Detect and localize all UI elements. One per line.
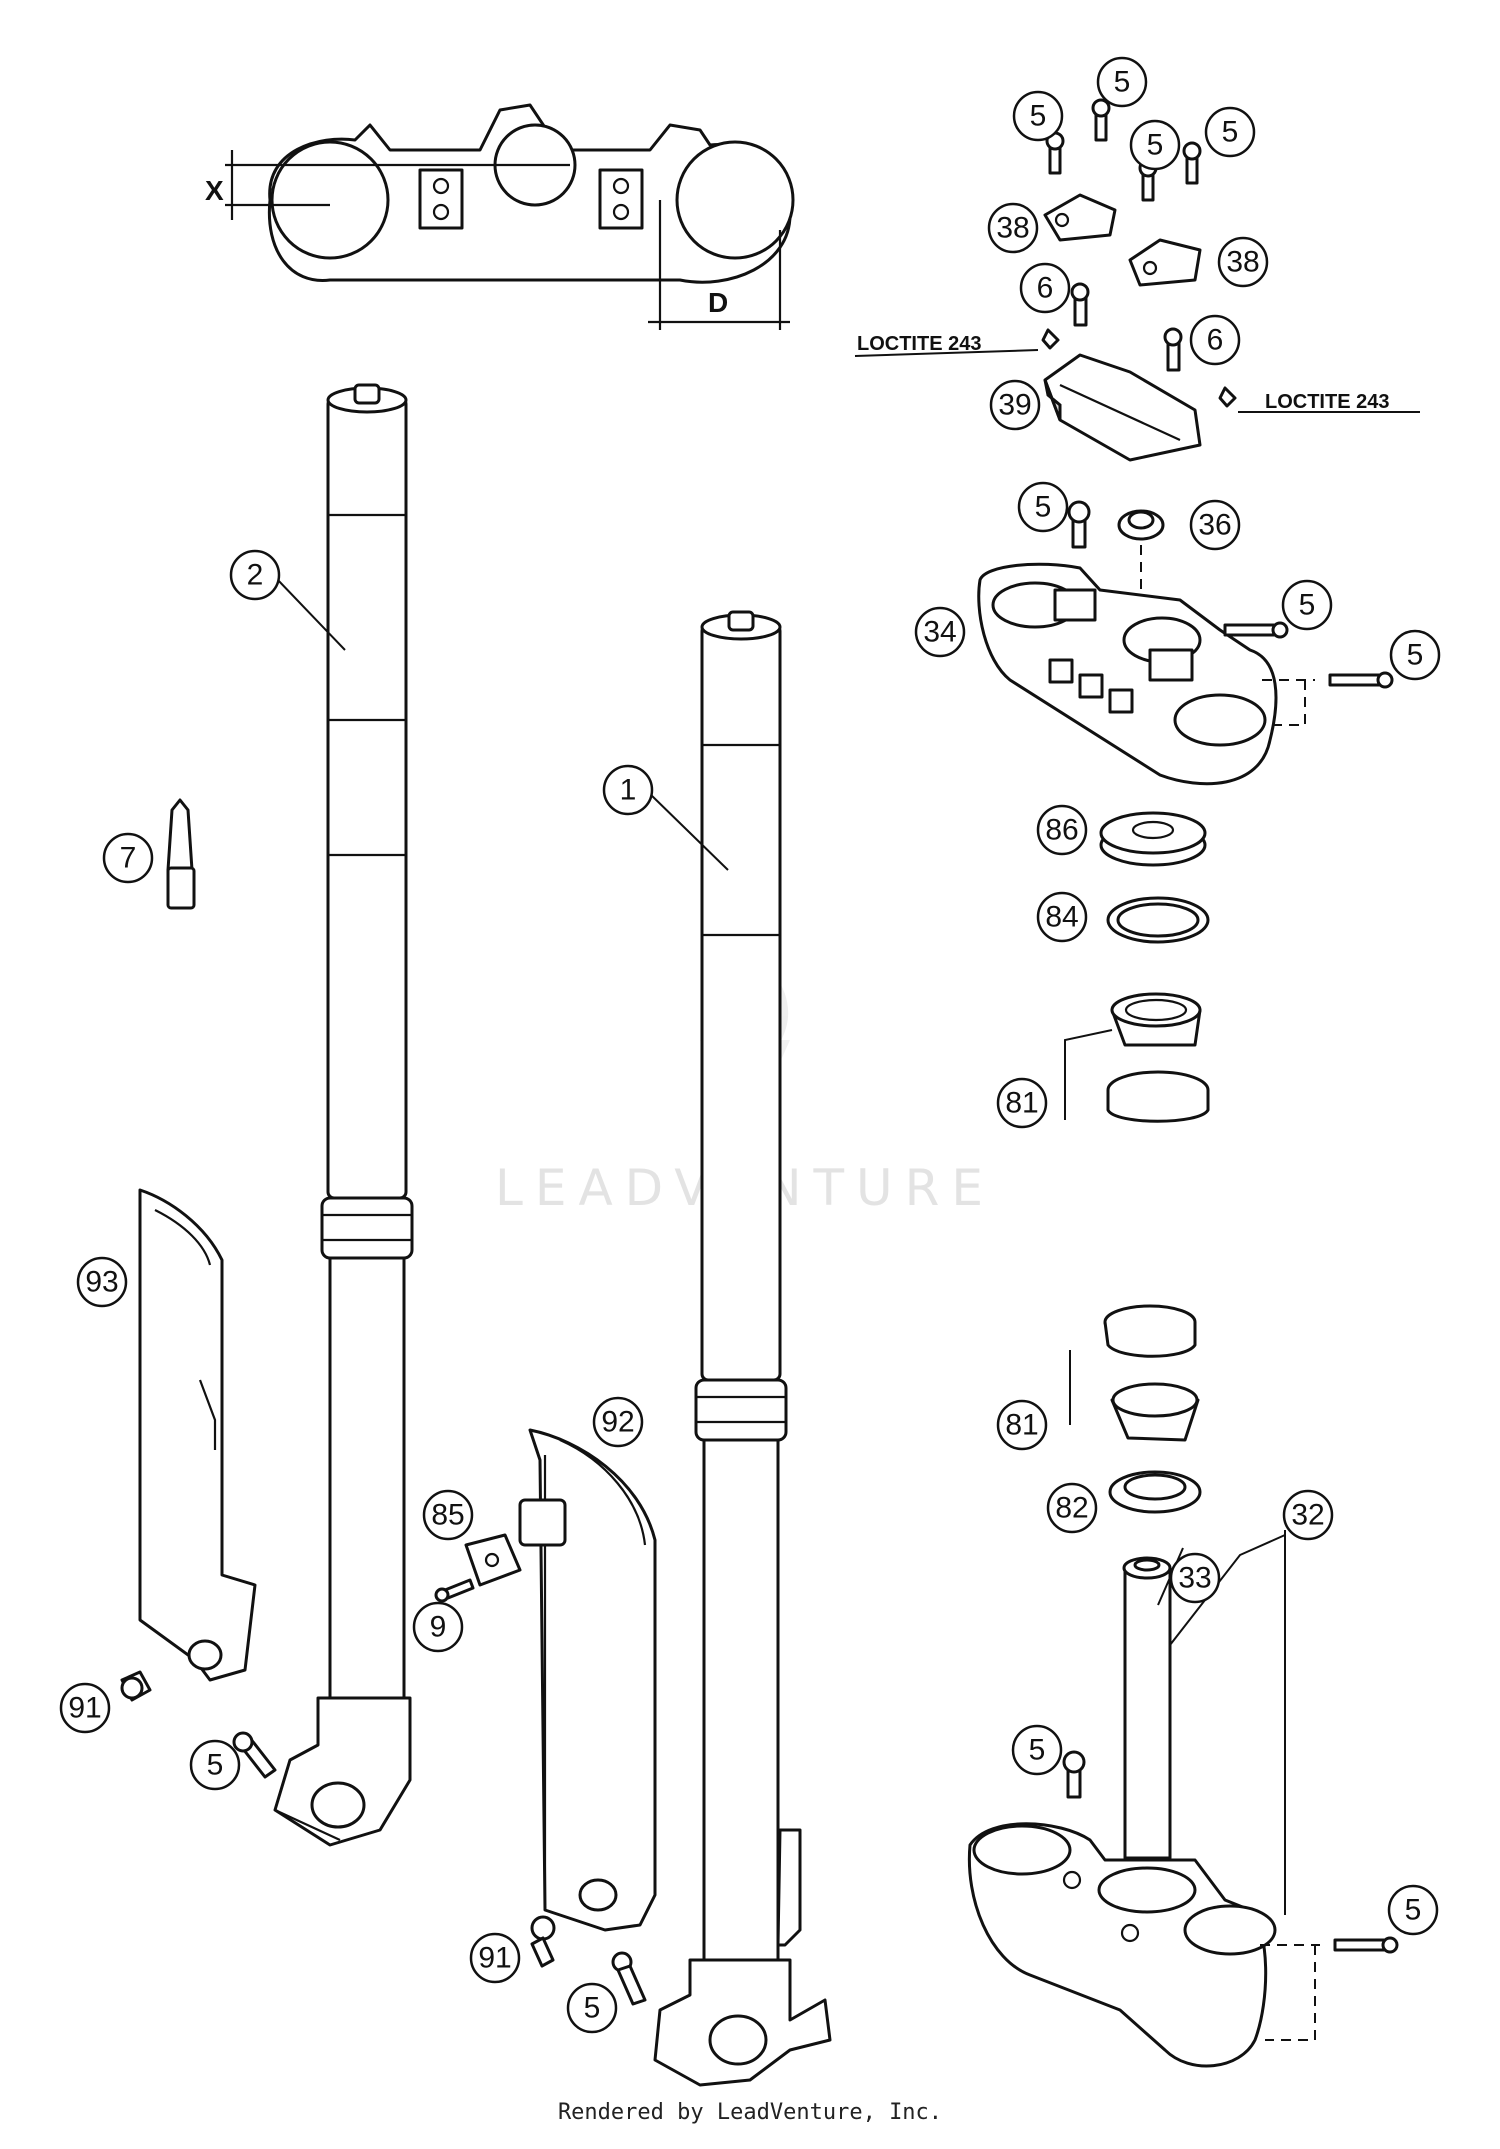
callout-38: 38 [1217,236,1269,288]
callout-81: 81 [996,1077,1048,1129]
svg-text:5: 5 [1029,1734,1046,1767]
svg-text:39: 39 [998,389,1031,422]
callout-32: 32 [1282,1489,1334,1541]
part-84-seal-ring [1106,896,1210,944]
handlebar-clamp-assembly [1041,98,1237,462]
callout-91: 91 [59,1682,111,1734]
part-82-seal [1108,1470,1202,1514]
callout-91: 91 [469,1932,521,1984]
part-32-lower-triple-clamp [967,1530,1399,2068]
callout-92: 92 [592,1396,644,1448]
callout-5: 5 [1281,579,1333,631]
svg-text:7: 7 [120,842,137,875]
callout-1: 1 [602,764,654,816]
svg-text:84: 84 [1045,901,1078,934]
callout-85: 85 [422,1489,474,1541]
part-5-bolt-right-axle [611,1951,647,2006]
svg-text:38: 38 [1226,246,1259,279]
part-7-grease-tube [166,798,196,910]
svg-text:5: 5 [1147,129,1164,162]
callout-5: 5 [1096,56,1148,108]
callout-93: 93 [76,1256,128,1308]
callout-5: 5 [1012,90,1064,142]
part-9-screw [434,1578,475,1603]
callout-5: 5 [1017,481,1069,533]
svg-text:2: 2 [247,559,264,592]
callout-5: 5 [1011,1724,1063,1776]
svg-text:33: 33 [1178,1562,1211,1595]
svg-text:5: 5 [1299,589,1316,622]
loctite-note-left: LOCTITE 243 [857,333,981,355]
svg-text:82: 82 [1055,1492,1088,1525]
part-33-steering-stem [1122,1556,1172,1860]
svg-text:86: 86 [1045,814,1078,847]
callout-5: 5 [1204,106,1256,158]
fork-leg-right [653,610,832,2087]
svg-text:5: 5 [207,1749,224,1782]
dimension-label-x: X [205,175,224,206]
svg-text:85: 85 [431,1499,464,1532]
callout-5: 5 [1389,629,1441,681]
svg-text:91: 91 [68,1692,101,1725]
callout-84: 84 [1036,891,1088,943]
svg-text:5: 5 [584,1992,601,2025]
svg-text:6: 6 [1207,324,1224,357]
svg-text:6: 6 [1037,272,1054,305]
callout-2: 2 [229,549,281,601]
footer-credit: Rendered by LeadVenture, Inc. [557,2100,943,2125]
callout-5: 5 [566,1982,618,2034]
callout-38: 38 [987,202,1039,254]
part-81-bearing-lower [1069,1304,1200,1442]
part-85-brake-hose-clamp [464,1533,522,1587]
callout-6: 6 [1019,262,1071,314]
svg-text:91: 91 [478,1942,511,1975]
part-81-bearing-upper [1064,992,1210,1123]
triple-clamp-dimension-view: X D [205,103,795,330]
svg-text:5: 5 [1114,66,1131,99]
callout-82: 82 [1046,1482,1098,1534]
svg-text:5: 5 [1407,639,1424,672]
svg-text:81: 81 [1005,1409,1038,1442]
svg-text:9: 9 [430,1611,447,1644]
part-91-bolt-left [120,1670,152,1702]
svg-text:34: 34 [923,616,956,649]
callout-5: 5 [189,1739,241,1791]
front-fork-exploded-diagram: LEADVENTURE X D [59,56,1441,2087]
svg-text:1: 1 [620,774,637,807]
svg-text:36: 36 [1198,509,1231,542]
callout-36: 36 [1189,499,1241,551]
callout-86: 86 [1036,804,1088,856]
callout-33: 33 [1169,1552,1221,1604]
svg-text:5: 5 [1222,116,1239,149]
svg-text:5: 5 [1405,1894,1422,1927]
svg-text:5: 5 [1030,100,1047,133]
part-92-fork-guard-right [518,1428,657,1932]
fork-leg-left [273,383,414,1847]
part-93-fork-guard-left [138,1188,257,1682]
svg-text:93: 93 [85,1266,118,1299]
svg-text:92: 92 [601,1406,634,1439]
dimension-label-d: D [708,287,728,318]
part-5-bolt-left-axle [232,1731,277,1779]
callout-9: 9 [412,1601,464,1653]
callout-7: 7 [102,832,154,884]
svg-text:81: 81 [1005,1087,1038,1120]
callout-5: 5 [1387,1884,1439,1936]
svg-text:5: 5 [1035,491,1052,524]
svg-text:32: 32 [1291,1499,1324,1532]
part-86-dust-seal [1099,811,1207,867]
callout-5: 5 [1129,119,1181,171]
callout-34: 34 [914,606,966,658]
callout-81: 81 [996,1399,1048,1451]
part-34-upper-triple-clamp [977,500,1394,786]
callout-39: 39 [989,379,1041,431]
loctite-note-right: LOCTITE 243 [1265,391,1389,413]
svg-text:38: 38 [996,212,1029,245]
callout-6: 6 [1189,314,1241,366]
part-91-bolt-right [530,1915,556,1968]
